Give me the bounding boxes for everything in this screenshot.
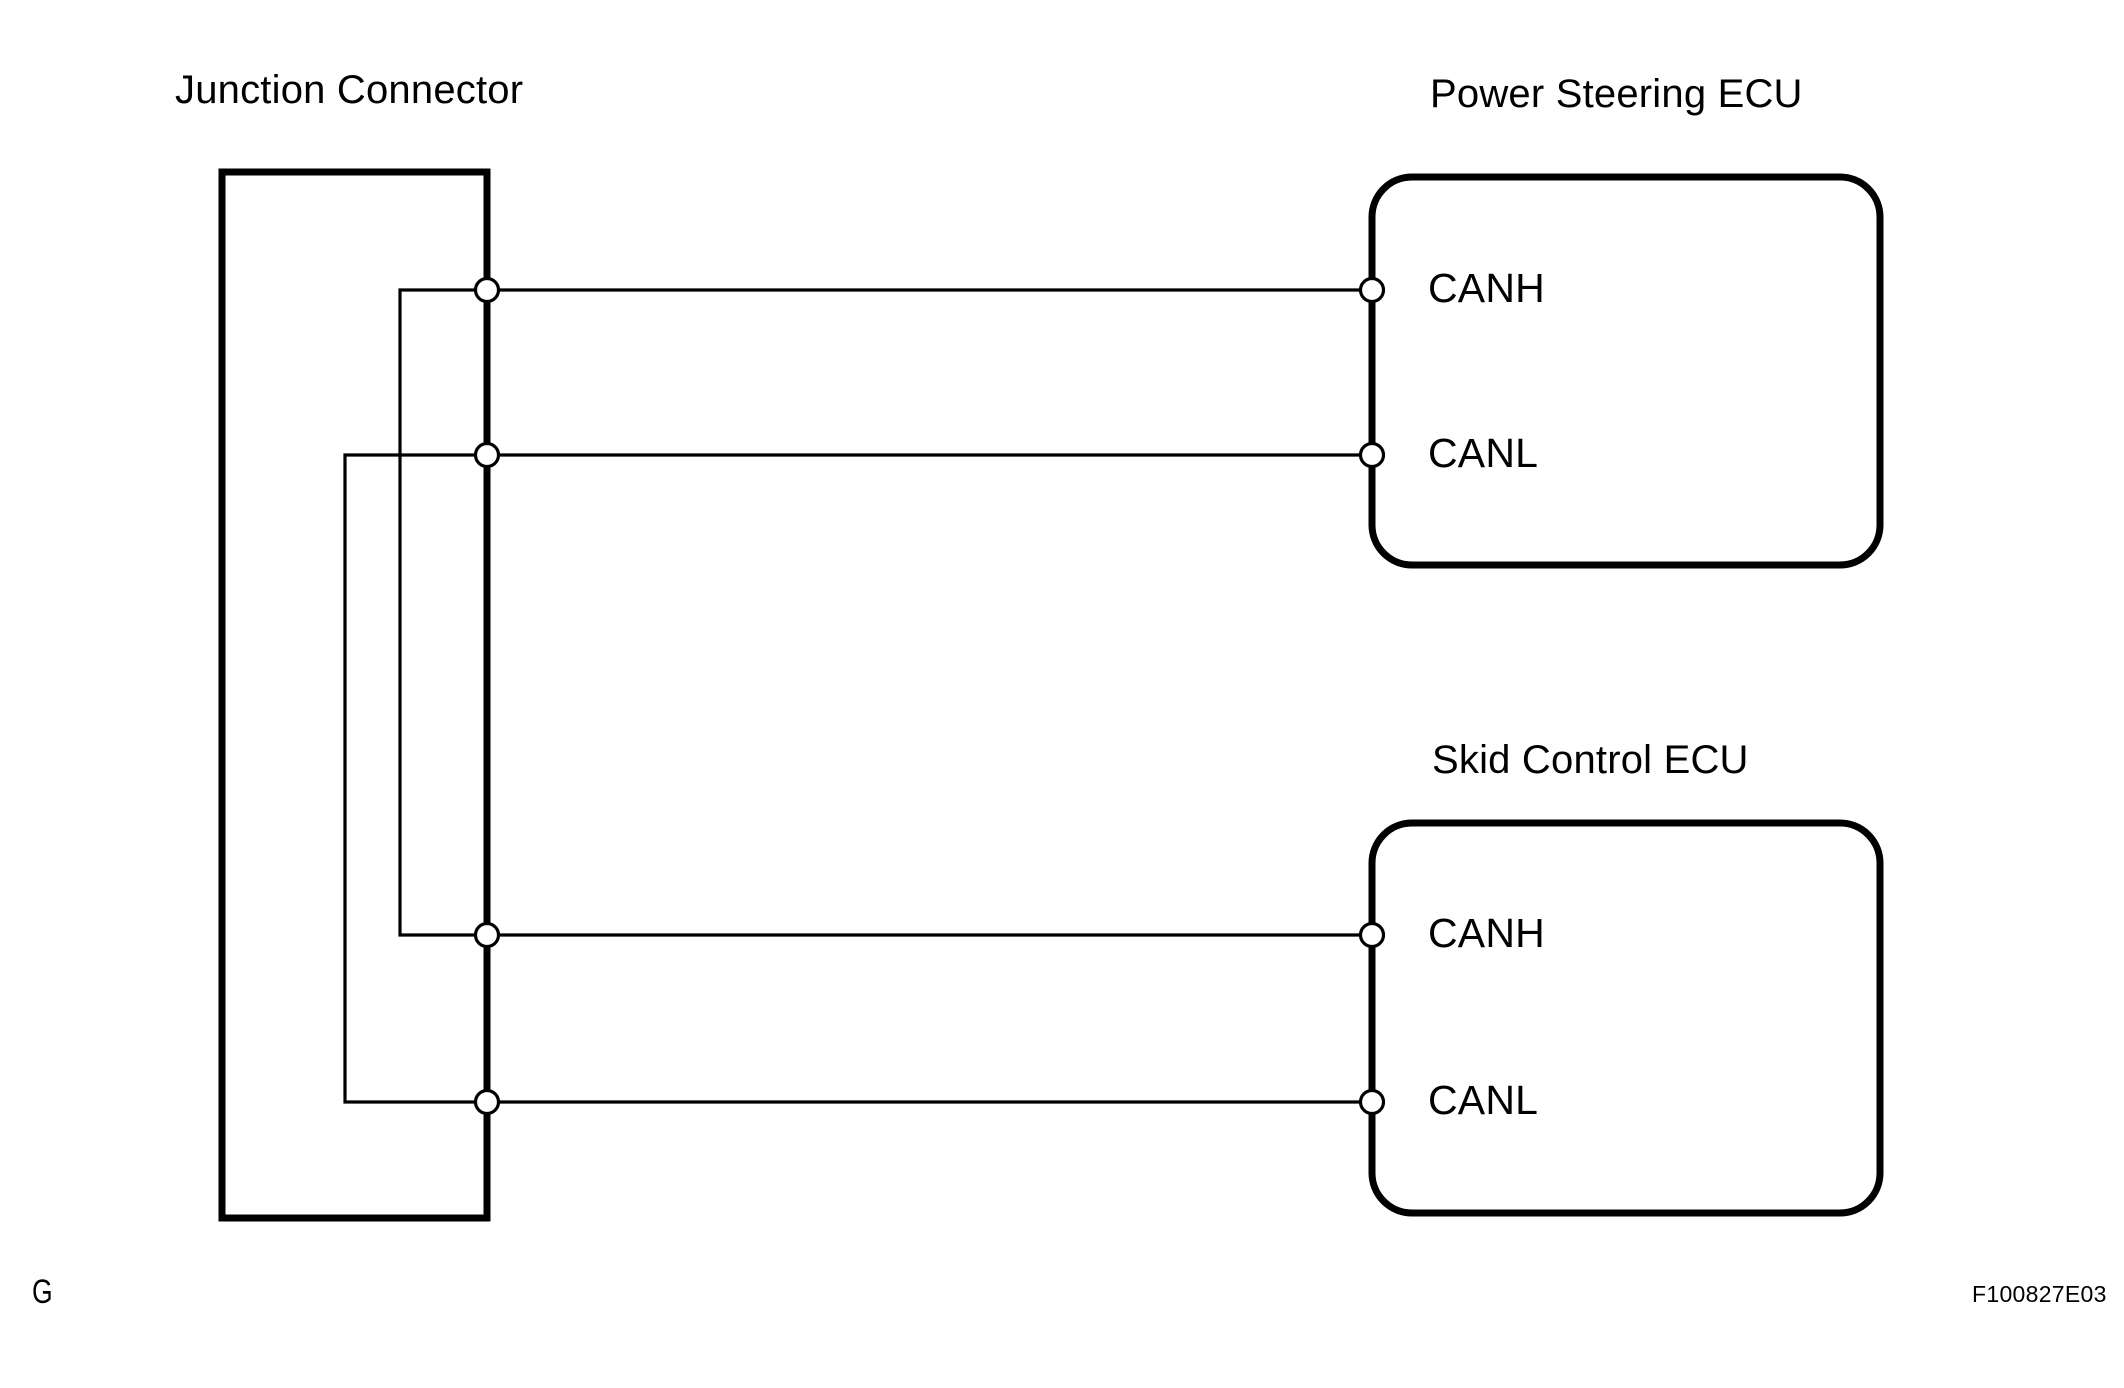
power-steering-ecu-canl-label: CANL [1428,430,1539,476]
junction-terminal-2-canl[interactable] [473,441,501,469]
skid-control-ecu-terminal-canh[interactable] [1358,921,1386,949]
skid-control-ecu-canl-label: CANL [1428,1077,1539,1123]
power-steering-ecu-box [1368,173,1884,569]
sheet-code: F100827E03 [1972,1281,2107,1307]
power-steering-ecu-terminal-canl[interactable] [1358,441,1386,469]
skid-control-ecu-canh-label: CANH [1428,910,1545,956]
skid-control-ecu-box [1368,819,1884,1217]
junction-terminal-4-canl[interactable] [473,1088,501,1116]
junction-terminal-3-canh[interactable] [473,921,501,949]
page-marker: G [32,1273,53,1311]
power-steering-ecu-canh-label: CANH [1428,265,1545,311]
junction-connector-label: Junction Connector [175,68,524,112]
internal-bus-wire-canh [398,288,489,937]
power-steering-ecu-label: Power Steering ECU [1430,72,1803,116]
power-steering-ecu-terminal-canh[interactable] [1358,276,1386,304]
skid-control-ecu-label: Skid Control ECU [1432,738,1749,782]
skid-control-ecu-terminal-canl[interactable] [1358,1088,1386,1116]
junction-connector-box [218,168,491,1222]
junction-terminal-1-canh[interactable] [473,276,501,304]
internal-bus-wire-canl [343,453,489,1104]
